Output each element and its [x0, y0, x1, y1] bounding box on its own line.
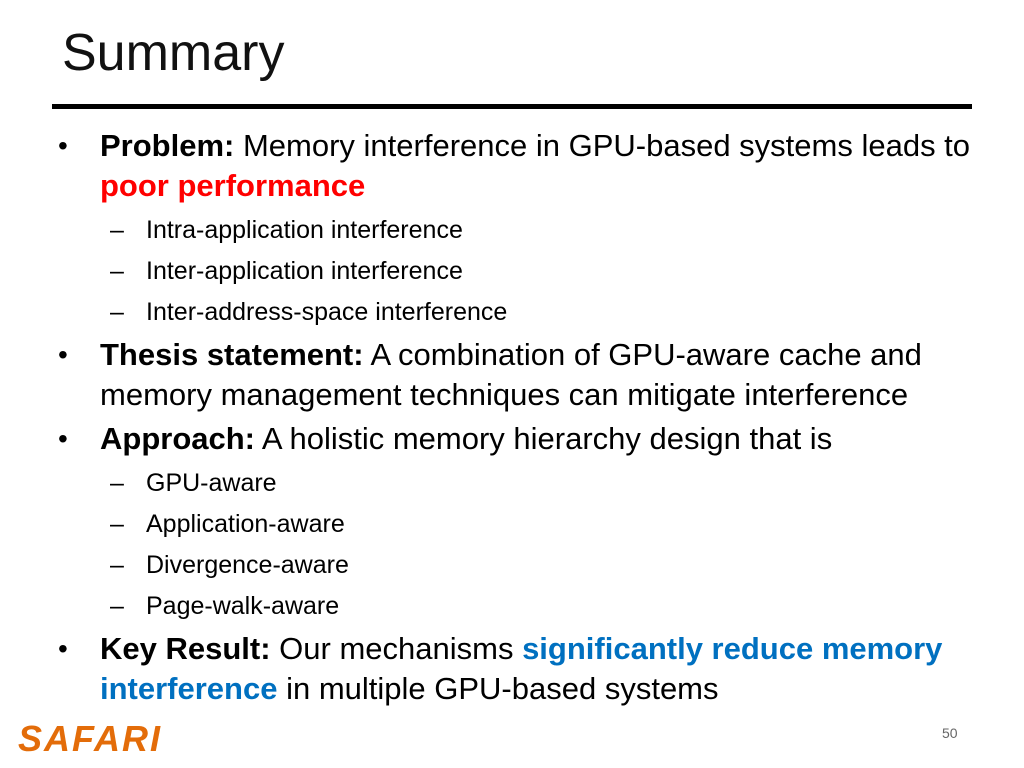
subitem: –Inter-application interference [58, 251, 1008, 292]
bullet-marker: • [58, 423, 68, 454]
dash-marker: – [110, 592, 124, 620]
bullet-key-result: • Key Result: Our mechanisms significant… [58, 629, 1008, 709]
subitem: –Divergence-aware [58, 545, 1008, 586]
problem-highlight: poor performance [100, 168, 366, 203]
subitem-text: Intra-application interference [146, 216, 463, 244]
result-text-after: in multiple GPU-based systems [277, 671, 719, 706]
subitem: –GPU-aware [58, 463, 1008, 504]
bullet-marker: • [58, 633, 68, 664]
problem-text: Memory interference in GPU-based systems… [234, 128, 971, 163]
bullet-problem: • Problem: Memory interference in GPU-ba… [58, 126, 1008, 206]
subitem-text: Page-walk-aware [146, 592, 340, 620]
subitem-text: Application-aware [146, 510, 345, 538]
dash-marker: – [110, 298, 124, 326]
slide-content: • Problem: Memory interference in GPU-ba… [58, 126, 1008, 713]
bullet-approach: • Approach: A holistic memory hierarchy … [58, 419, 1008, 459]
page-number: 50 [942, 725, 958, 741]
subitem-text: Inter-address-space interference [146, 298, 508, 326]
subitem: –Page-walk-aware [58, 586, 1008, 627]
result-text-before: Our mechanisms [270, 631, 523, 666]
dash-marker: – [110, 551, 124, 579]
slide-title: Summary [62, 24, 285, 82]
result-highlight: significantly reduce memory interference [100, 631, 943, 706]
subitem-text: Inter-application interference [146, 257, 463, 285]
thesis-label: Thesis statement: [100, 337, 364, 372]
approach-text: A holistic memory hierarchy design that … [255, 421, 833, 456]
approach-label: Approach: [100, 421, 255, 456]
result-label: Key Result: [100, 631, 271, 666]
dash-marker: – [110, 469, 124, 497]
safari-logo: SAFARI [18, 718, 163, 759]
bullet-marker: • [58, 339, 68, 370]
bullet-marker: • [58, 130, 68, 161]
subitem-text: Divergence-aware [146, 551, 349, 579]
dash-marker: – [110, 216, 124, 244]
subitem: –Application-aware [58, 504, 1008, 545]
subitem: –Intra-application interference [58, 210, 1008, 251]
dash-marker: – [110, 257, 124, 285]
dash-marker: – [110, 510, 124, 538]
bullet-thesis: • Thesis statement: A combination of GPU… [58, 335, 1008, 415]
title-underline [52, 104, 972, 109]
problem-label: Problem: [100, 128, 235, 163]
thesis-text: A combination of GPU-aware cache and mem… [100, 337, 922, 412]
subitem: –Inter-address-space interference [58, 292, 1008, 333]
subitem-text: GPU-aware [146, 469, 277, 497]
